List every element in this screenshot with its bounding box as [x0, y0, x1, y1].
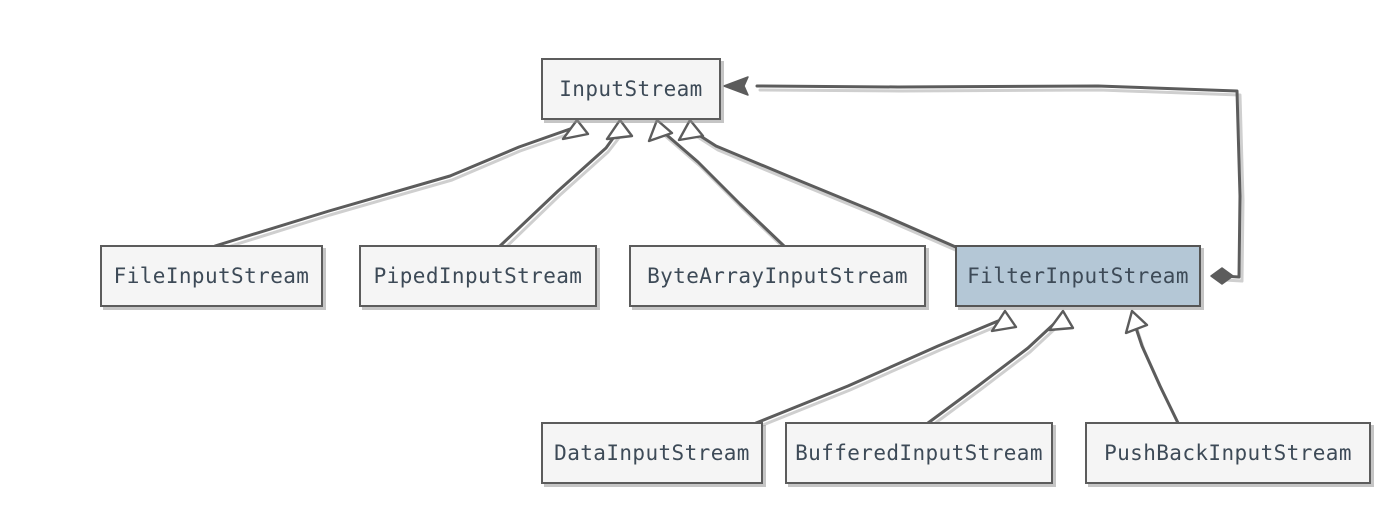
class-label-data-input-stream: DataInputStream — [554, 440, 750, 465]
edge-file-extends-input — [213, 118, 590, 252]
edge-piped-extends-input — [498, 118, 634, 252]
class-node-pushback-input-stream[interactable]: PushBackInputStream — [1085, 422, 1371, 484]
class-node-buffered-input-stream[interactable]: BufferedInputStream — [785, 422, 1053, 484]
edge-bytearray-extends-input — [647, 118, 788, 252]
edge-pushback-extends-filter — [1124, 309, 1182, 429]
class-node-input-stream[interactable]: InputStream — [541, 58, 721, 120]
class-label-input-stream: InputStream — [559, 76, 703, 101]
class-node-data-input-stream[interactable]: DataInputStream — [541, 422, 763, 484]
class-label-bytearray-input-stream: ByteArrayInputStream — [647, 263, 908, 288]
class-node-piped-input-stream[interactable]: PipedInputStream — [359, 245, 597, 307]
class-node-file-input-stream[interactable]: FileInputStream — [100, 245, 323, 307]
class-label-filter-input-stream: FilterInputStream — [967, 263, 1189, 288]
class-label-pushback-input-stream: PushBackInputStream — [1104, 440, 1352, 465]
class-node-filter-input-stream[interactable]: FilterInputStream — [955, 245, 1201, 307]
class-label-piped-input-stream: PipedInputStream — [373, 263, 583, 288]
class-label-buffered-input-stream: BufferedInputStream — [795, 440, 1043, 465]
class-node-bytearray-input-stream[interactable]: ByteArrayInputStream — [629, 245, 926, 307]
edge-data-extends-filter — [754, 309, 1018, 429]
edge-buffered-extends-filter — [926, 309, 1075, 429]
edge-filter-extends-input — [677, 118, 962, 254]
class-label-file-input-stream: FileInputStream — [113, 263, 310, 288]
